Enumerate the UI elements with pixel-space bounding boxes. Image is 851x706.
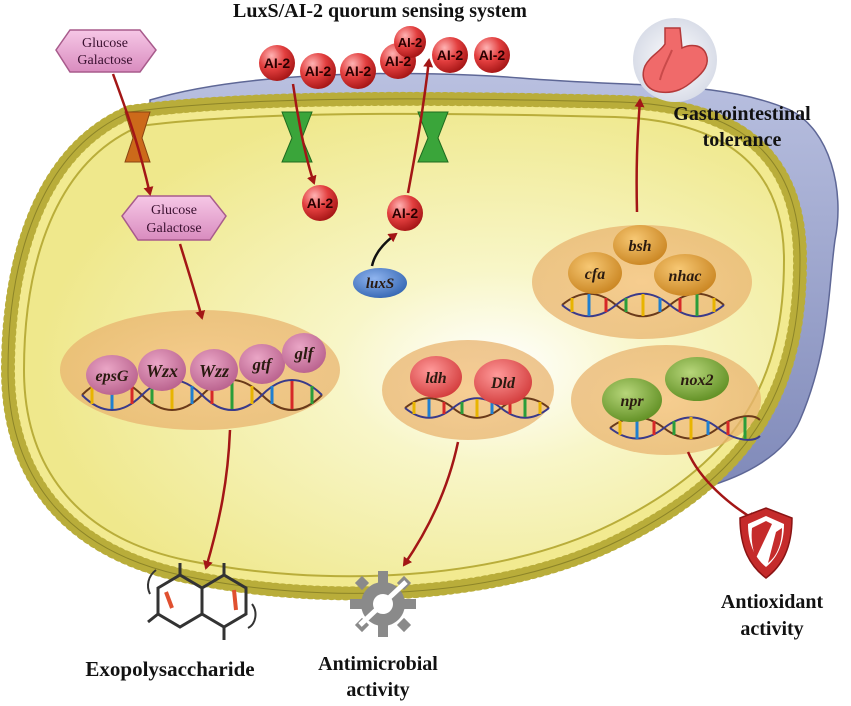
gene-label-nox2: nox2	[681, 372, 714, 389]
antioxidant-label-line2: activity	[740, 618, 803, 640]
arrow-luxs-to-ai2	[370, 232, 398, 267]
gear-no-bacteria-icon	[350, 571, 416, 637]
gene-label-Dld: Dld	[490, 375, 516, 392]
gene-label-glf: glf	[294, 344, 316, 363]
ai2-label: AI-2	[398, 35, 423, 50]
gene-ldh: ldh	[410, 356, 462, 398]
gene-label-nhac: nhac	[669, 268, 702, 285]
gene-label-ldh: ldh	[425, 370, 446, 387]
gastro-label-line2: tolerance	[703, 129, 782, 151]
shield-icon	[739, 507, 793, 579]
sugar-outside-line1: Glucose	[82, 36, 128, 51]
sugar-inside-line1: Glucose	[151, 203, 197, 218]
stomach-icon	[633, 18, 717, 102]
gene-label-epsG: epsG	[96, 368, 129, 385]
gastro-label-line1: Gastrointestinal	[673, 103, 811, 125]
gene-label-cfa: cfa	[585, 266, 605, 283]
antimicrobial-label-line2: activity	[346, 679, 409, 701]
ai2-molecule-cluster: AI-2 AI-2 AI-2 AI-2 AI-2 AI-2 AI-2	[259, 26, 510, 89]
gene-Wzz: Wzz	[190, 349, 238, 391]
ai2-label: AI-2	[305, 63, 332, 79]
diagram-title: LuxS/AI-2 quorum sensing system	[233, 0, 527, 22]
luxs-enzyme: luxS	[353, 268, 407, 298]
gene-label-bsh: bsh	[628, 238, 651, 255]
gene-label-npr: npr	[620, 393, 644, 410]
arrow-ai2-import	[291, 83, 317, 185]
arrow-sugar-to-eps-genes	[178, 243, 206, 320]
ai2-label: AI-2	[479, 47, 506, 63]
antimicrobial-label-line1: Antimicrobial	[318, 653, 438, 675]
luxs-label: luxS	[366, 276, 394, 292]
arrow-bile-to-gastro	[634, 98, 645, 213]
sugar-inside-line2: Galactose	[146, 221, 201, 236]
ai2-label: AI-2	[307, 195, 334, 211]
gene-label-gtf: gtf	[252, 355, 274, 374]
dna-helix-antimicrobial	[404, 397, 550, 419]
gene-label-Wzx: Wzx	[146, 361, 178, 381]
antioxidant-label-line1: Antioxidant	[721, 591, 824, 613]
pathway-arrows	[111, 58, 757, 570]
gene-bsh: bsh	[613, 225, 667, 265]
arrow-antimicrobial-output	[402, 441, 460, 567]
sugar-box-outside: Glucose Galactose	[55, 29, 157, 73]
gene-gtf: gtf	[239, 344, 285, 384]
gene-label-Wzz: Wzz	[199, 361, 229, 381]
ai2-label: AI-2	[345, 63, 372, 79]
oxidative-gene-cluster-pad	[571, 345, 761, 455]
arrow-eps-output	[203, 429, 232, 570]
gene-Dld: Dld	[474, 359, 532, 405]
hexagon-molecule-icon	[147, 563, 257, 640]
gene-nhac: nhac	[654, 254, 716, 296]
sugar-outside-line2: Galactose	[77, 53, 132, 68]
eps-output-label: Exopolysaccharide	[85, 657, 254, 681]
gene-npr: npr	[602, 378, 662, 422]
dna-helix-oxidative	[609, 415, 761, 441]
arrow-ai2-export	[406, 58, 434, 194]
gene-nox2: nox2	[665, 357, 729, 401]
gene-cfa: cfa	[568, 252, 622, 294]
ai2-label: AI-2	[392, 205, 419, 221]
ai2-label: AI-2	[264, 55, 291, 71]
ai2-label: AI-2	[437, 47, 464, 63]
ai2-imported: AI-2	[302, 185, 338, 221]
gene-Wzx: Wzx	[138, 349, 186, 391]
ai2-label: AI-2	[385, 53, 412, 69]
ai2-exporter-channel	[417, 111, 449, 163]
ai2-synthesized: AI-2	[387, 195, 423, 231]
arrow-sugar-import	[111, 73, 154, 196]
sugar-box-inside: Glucose Galactose	[121, 195, 227, 241]
gene-epsG: epsG	[86, 355, 138, 395]
gene-glf: glf	[282, 333, 326, 373]
